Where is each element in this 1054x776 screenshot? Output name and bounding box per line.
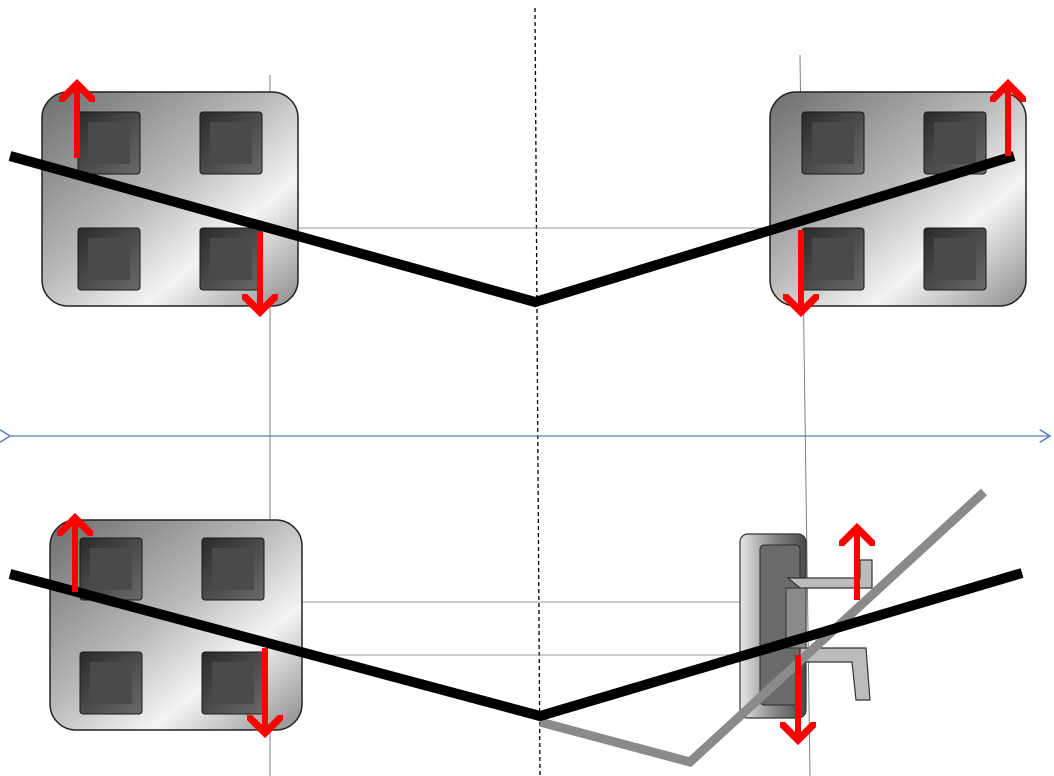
bracket-slot — [79, 651, 143, 715]
reference-lines — [10, 7, 1050, 776]
wires — [8, 151, 1024, 767]
four-slot-bracket-upper-right — [769, 91, 1027, 307]
bracket-slot — [801, 111, 865, 175]
bracket-slot — [201, 537, 265, 601]
bracket-slot — [77, 111, 141, 175]
bracket-slot — [201, 651, 265, 715]
gray-v-wire-lower — [538, 488, 988, 767]
bracket-slot — [79, 537, 143, 601]
bracket-slot — [77, 227, 141, 291]
bracket-slot — [801, 227, 865, 291]
bracket-slot — [923, 111, 987, 175]
vertical-midline-dashed — [534, 7, 541, 776]
bracket-slot — [199, 227, 263, 291]
force-arrows — [75, 84, 1008, 740]
v-bend-wire-upper — [8, 151, 1016, 308]
bracket-slot — [923, 227, 987, 291]
v-bend-wire-lower — [8, 568, 1024, 722]
bracket-slot — [199, 111, 263, 175]
four-slot-bracket-lower-left — [49, 519, 303, 731]
